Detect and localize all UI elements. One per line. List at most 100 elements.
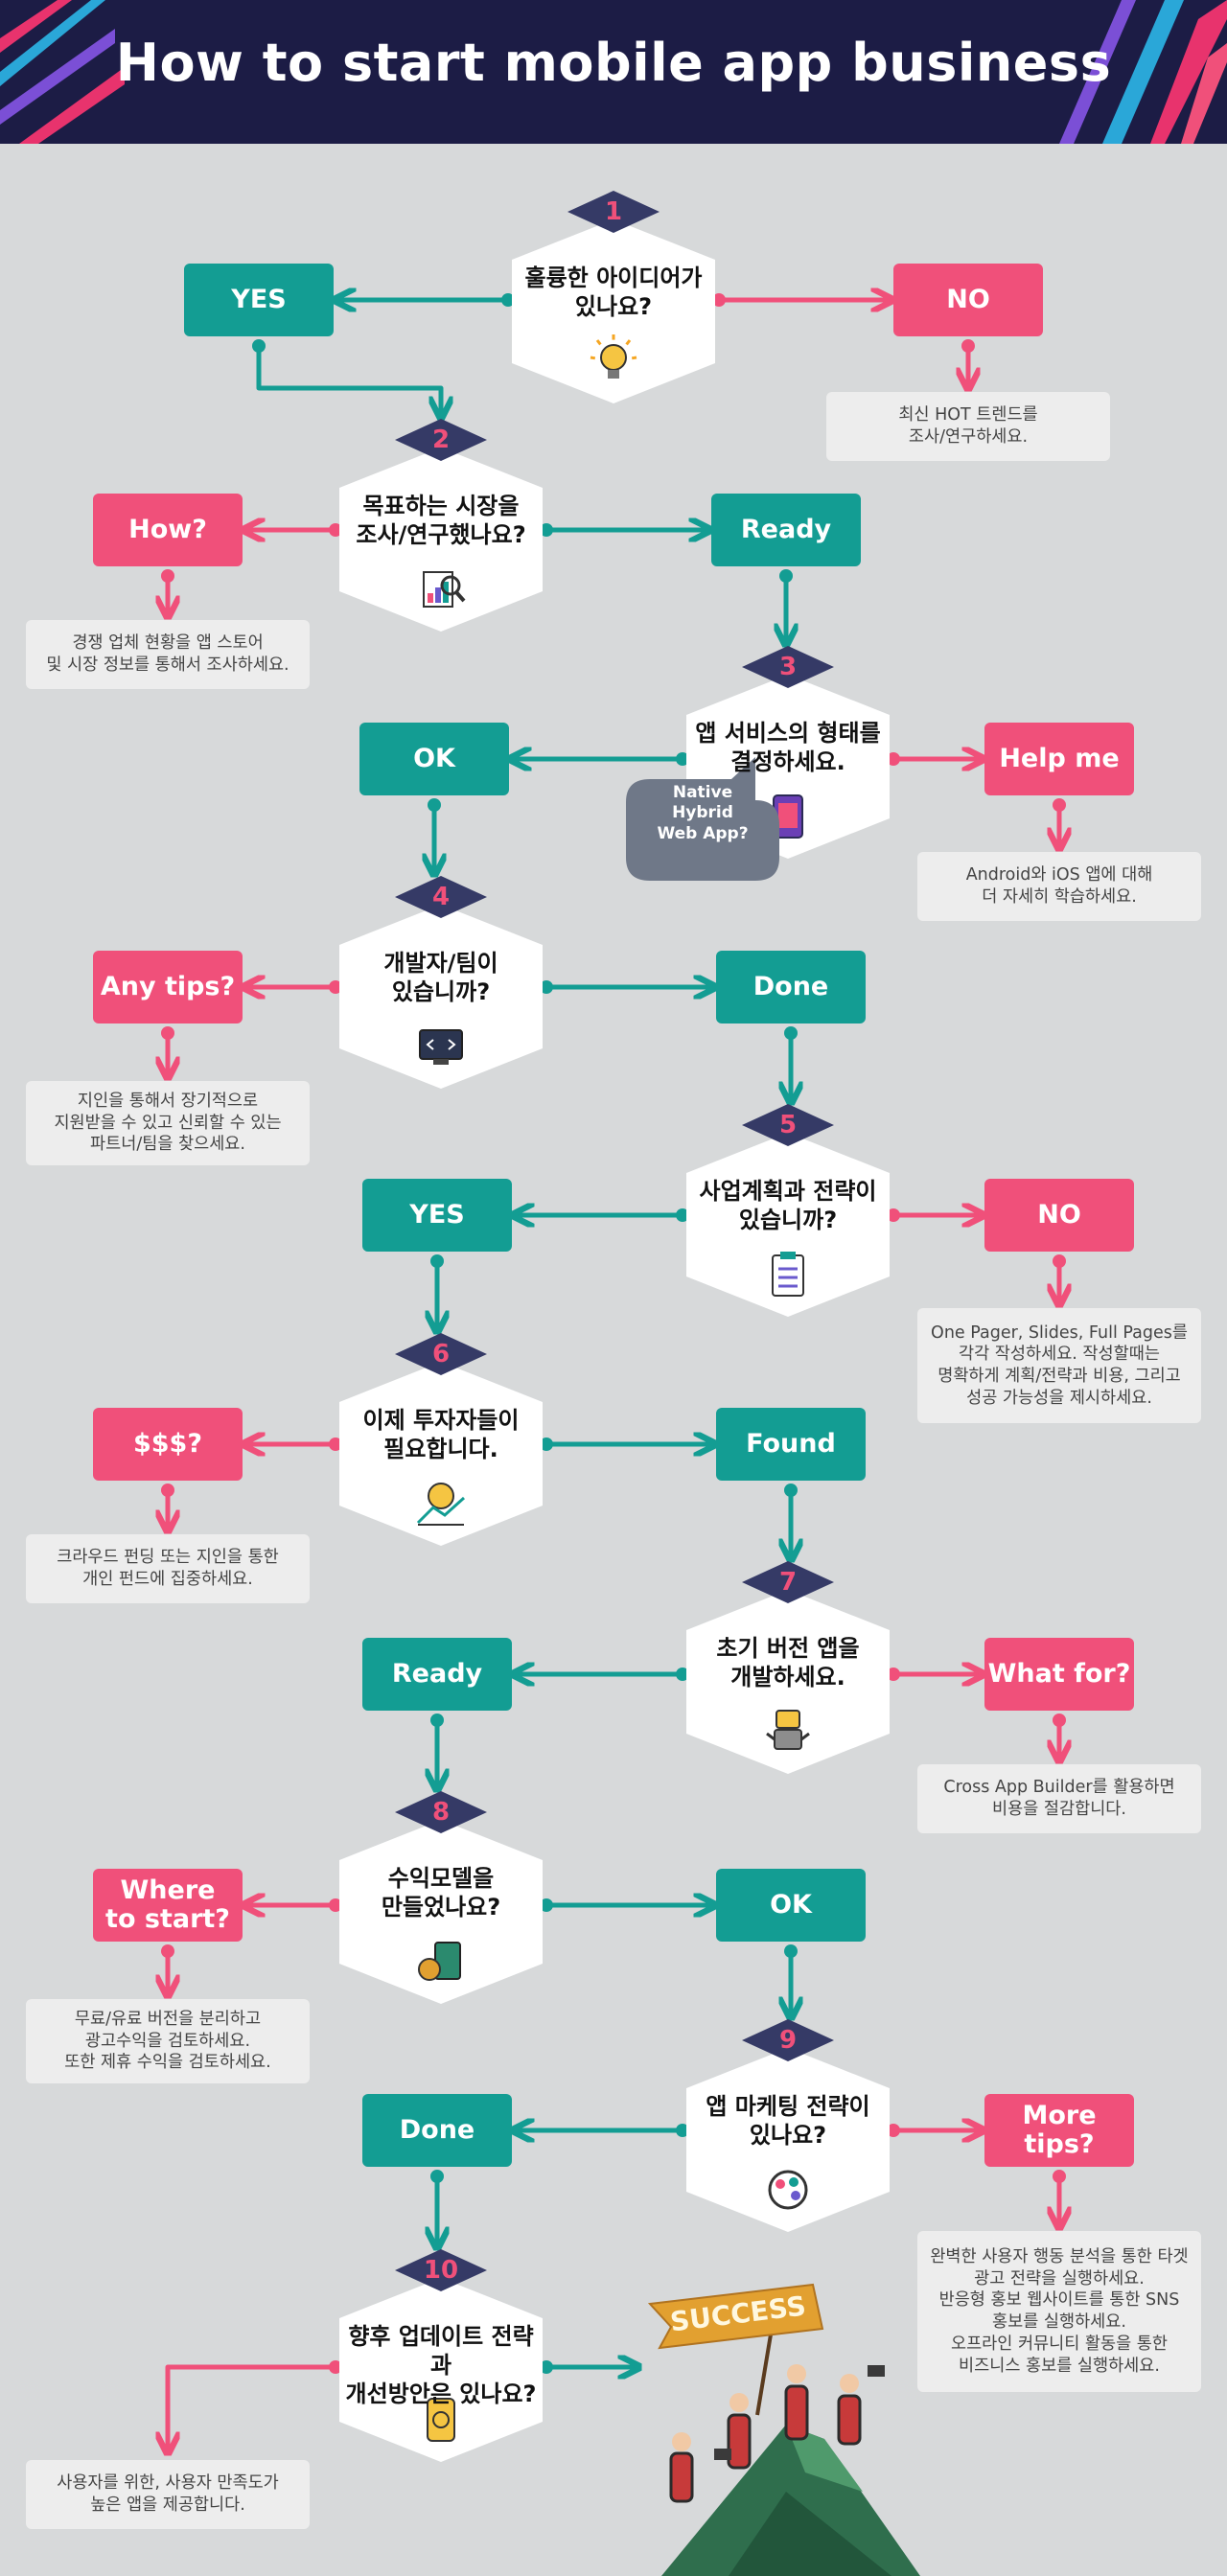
question-hexagon-step-7 — [686, 1590, 890, 1774]
question-text-step-2: 목표하는 시장을 조사/연구했나요? — [356, 493, 526, 548]
mobile-app-icon — [773, 794, 803, 839]
tip-note-step-3 — [917, 852, 1201, 921]
tip-note-text-step-8: 무료/유료 버전을 분리하고 광고수익을 검토하세요. 또한 제휴 수익을 검토… — [64, 2009, 271, 2073]
question-text-step-7: 초기 버전 앱을 개발하세요. — [716, 1635, 860, 1690]
tip-note-step-10 — [26, 2460, 310, 2529]
tip-note-text-step-1: 최신 HOT 트렌드를 조사/연구하세요. — [898, 405, 1038, 447]
question-hexagon-step-4 — [339, 905, 543, 1089]
code-monitor-icon — [419, 1029, 463, 1065]
answer-label-positive-step-8[interactable]: OK — [770, 1890, 812, 1920]
answer-button-negative-step-7[interactable] — [984, 1638, 1134, 1711]
step-number-4: 4 — [431, 882, 451, 911]
answer-button-negative-step-1[interactable] — [893, 264, 1043, 336]
answer-label-positive-step-1[interactable]: YES — [231, 285, 287, 315]
tip-note-text-step-9: 완벽한 사용자 행동 분석을 통한 타겟 광고 전략을 실행하세요. 반응형 홍… — [930, 2246, 1189, 2376]
answer-label-negative-step-8[interactable]: Where to start? — [105, 1875, 230, 1934]
step-number-badge — [742, 2019, 834, 2061]
tip-note-text-step-10: 사용자를 위한, 사용자 만족도가 높은 앱을 제공합니다. — [57, 2473, 279, 2515]
answer-label-positive-step-2[interactable]: Ready — [740, 515, 832, 545]
answer-button-negative-step-9[interactable] — [984, 2094, 1134, 2167]
answer-label-negative-step-1[interactable]: NO — [946, 285, 990, 315]
question-text-step-9: 앱 마케팅 전략이 있나요? — [706, 2093, 870, 2149]
mountain-summit-icon — [661, 2328, 920, 2576]
header-banner: How to start mobile app business — [0, 0, 1227, 144]
question-text-step-8: 수익모델을 만들었나요? — [381, 1865, 501, 1920]
answer-label-positive-step-4[interactable]: Done — [752, 972, 829, 1002]
tip-note-step-5 — [917, 1308, 1201, 1423]
header-stripes-decoration — [0, 0, 1227, 144]
tip-note-text-step-2: 경쟁 업체 현황을 앱 스토어 및 시장 정보를 통해서 조사하세요. — [46, 633, 289, 675]
answer-button-positive-step-4[interactable] — [716, 951, 866, 1024]
answer-label-positive-step-7[interactable]: Ready — [391, 1659, 483, 1690]
answer-label-negative-step-2[interactable]: How? — [128, 515, 207, 545]
answer-button-positive-step-8[interactable] — [716, 1869, 866, 1942]
step-number-10: 10 — [423, 2255, 459, 2285]
answer-label-positive-step-9[interactable]: Done — [399, 2115, 475, 2146]
answer-button-negative-step-3[interactable] — [984, 723, 1134, 795]
answer-button-positive-step-5[interactable] — [362, 1179, 512, 1252]
answer-button-negative-step-2[interactable] — [93, 494, 243, 566]
question-hexagon-step-6 — [339, 1362, 543, 1546]
answer-label-negative-step-3[interactable]: Help me — [999, 744, 1120, 774]
step-number-7: 7 — [778, 1567, 798, 1597]
tip-note-step-1 — [826, 392, 1110, 461]
step-number-2: 2 — [431, 425, 451, 454]
tip-note-text-step-6: 크라우드 펀딩 또는 지인을 통한 개인 펀드에 집중하세요. — [57, 1548, 279, 1589]
answer-label-negative-step-4[interactable]: Any tips? — [100, 972, 236, 1002]
step-number-badge — [742, 1104, 834, 1146]
answer-button-negative-step-5[interactable] — [984, 1179, 1134, 1252]
step-number-badge — [742, 646, 834, 688]
money-growth-icon — [416, 1483, 466, 1526]
step-number-badge — [395, 1791, 487, 1833]
success-flag — [647, 2283, 824, 2350]
answer-button-negative-step-6[interactable] — [93, 1408, 243, 1481]
step-number-9: 9 — [778, 2025, 798, 2055]
tip-note-step-7 — [917, 1764, 1201, 1833]
step-number-badge — [395, 1333, 487, 1375]
answer-label-negative-step-5[interactable]: NO — [1037, 1200, 1081, 1230]
success-illustration — [647, 2283, 920, 2576]
step-number-badge — [395, 876, 487, 918]
clipboard-plan-icon — [772, 1252, 804, 1297]
answer-button-positive-step-6[interactable] — [716, 1408, 866, 1481]
market-research-icon — [423, 571, 466, 608]
step-number-badge — [742, 1561, 834, 1603]
tip-note-text-step-7: Cross App Builder를 활용하면 비용을 절감합니다. — [943, 1778, 1175, 1819]
tip-note-text-step-5: One Pager, Slides, Full Pages를 각각 작성하세요.… — [931, 1322, 1188, 1408]
question-text-step-3: 앱 서비스의 형태를 결정하세요. — [695, 720, 881, 775]
update-phone-icon — [427, 2398, 455, 2442]
answer-label-negative-step-7[interactable]: What for? — [987, 1659, 1131, 1690]
step-number-1: 1 — [604, 196, 623, 226]
tip-note-step-2 — [26, 620, 310, 689]
answer-label-positive-step-5[interactable]: YES — [409, 1200, 465, 1230]
answer-button-positive-step-9[interactable] — [362, 2094, 512, 2167]
answer-label-negative-step-6[interactable]: $$$? — [132, 1429, 203, 1460]
step-number-badge — [395, 2249, 487, 2291]
question-hexagon-step-2 — [339, 448, 543, 632]
answer-label-positive-step-6[interactable]: Found — [746, 1429, 836, 1460]
question-hexagon-step-8 — [339, 1820, 543, 2004]
answer-button-positive-step-7[interactable] — [362, 1638, 512, 1711]
app-type-bubble-text: Native Hybrid Web App? — [657, 783, 749, 843]
question-hexagon-step-5 — [686, 1133, 890, 1317]
question-hexagon-step-1 — [512, 219, 715, 403]
step-number-3: 3 — [778, 652, 798, 681]
step-number-badge — [395, 419, 487, 461]
answer-button-positive-step-1[interactable] — [184, 264, 334, 336]
answer-label-negative-step-9[interactable]: More tips? — [1022, 2101, 1097, 2159]
answer-button-negative-step-8[interactable] — [93, 1869, 243, 1942]
marketing-palette-icon — [768, 2170, 808, 2210]
tip-note-step-6 — [26, 1534, 310, 1603]
answer-label-positive-step-3[interactable]: OK — [413, 744, 455, 774]
app-type-bubble — [626, 757, 779, 881]
tip-note-text-step-4: 지인을 통해서 장기적으로 지원받을 수 있고 신뢰할 수 있는 파트너/팀을 … — [54, 1091, 282, 1155]
answer-button-positive-step-3[interactable] — [359, 723, 509, 795]
step-number-badge — [567, 191, 660, 233]
page-title: How to start mobile app business — [115, 33, 1112, 93]
answer-button-negative-step-4[interactable] — [93, 951, 243, 1024]
tip-note-text-step-3: Android와 iOS 앱에 대해 더 자세히 학습하세요. — [965, 865, 1153, 907]
question-hexagon-step-10 — [339, 2278, 543, 2462]
answer-button-positive-step-2[interactable] — [711, 494, 861, 566]
question-text-step-6: 이제 투자자들이 필요합니다. — [362, 1407, 520, 1462]
